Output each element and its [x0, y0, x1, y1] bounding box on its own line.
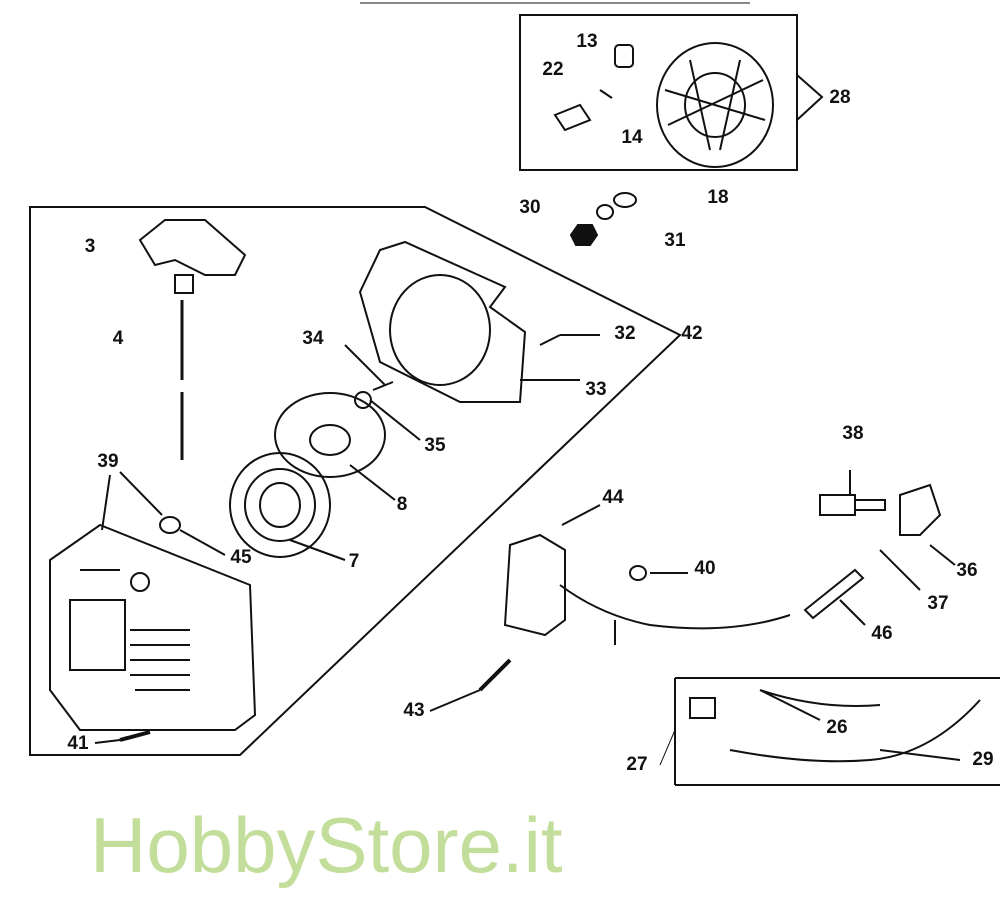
recoil-spring [229, 452, 346, 561]
fan-housing [358, 240, 527, 403]
part-label-36: 36 [956, 560, 978, 581]
part-label-34: 34 [302, 328, 324, 349]
part-label-7: 7 [348, 551, 360, 572]
grommet [101, 471, 226, 556]
part-label-4: 4 [112, 328, 124, 349]
part-label-44: 44 [602, 487, 624, 508]
part-label-35: 35 [424, 435, 446, 456]
nut-40 [629, 565, 688, 581]
starter-group-box [29, 206, 682, 756]
part-label-22: 22 [542, 59, 564, 80]
part-label-13: 13 [576, 31, 598, 52]
part-label-18: 18 [707, 187, 729, 208]
part-label-38: 38 [842, 423, 864, 444]
spark-plug [819, 470, 956, 591]
part-label-33: 33 [585, 379, 607, 400]
part-label-39: 39 [97, 451, 119, 472]
part-label-41: 41 [67, 733, 89, 754]
part-label-32: 32 [614, 323, 636, 344]
screw-43 [478, 658, 512, 692]
flywheel-group-box [519, 14, 798, 171]
wires [689, 689, 981, 763]
pulley [274, 392, 396, 501]
small-parts-top [553, 44, 634, 132]
part-label-27: 27 [626, 754, 648, 775]
part-label-14: 14 [621, 127, 643, 148]
flywheel [656, 42, 774, 168]
part-label-30: 30 [519, 197, 541, 218]
part-label-45: 45 [230, 547, 252, 568]
screw-41 [119, 730, 151, 742]
part-label-40: 40 [694, 558, 716, 579]
part-label-46: 46 [871, 623, 893, 644]
part-label-28: 28 [829, 87, 851, 108]
part-label-3: 3 [84, 236, 96, 257]
part-label-8: 8 [396, 494, 408, 515]
ignition-module [503, 504, 791, 645]
screws [344, 334, 600, 441]
tube-46 [803, 568, 866, 626]
part-label-42: 42 [681, 323, 703, 344]
start-handle [138, 219, 247, 294]
watermark: HobbyStore.it [90, 801, 563, 889]
part-label-29: 29 [972, 749, 994, 770]
part-label-37: 37 [927, 593, 949, 614]
wiring-group-box [674, 677, 1000, 786]
bracket-28 [796, 74, 824, 121]
washers [569, 192, 637, 246]
part-label-31: 31 [664, 230, 686, 251]
starter-cover [49, 523, 257, 731]
part-label-43: 43 [403, 700, 425, 721]
part-label-26: 26 [826, 717, 848, 738]
